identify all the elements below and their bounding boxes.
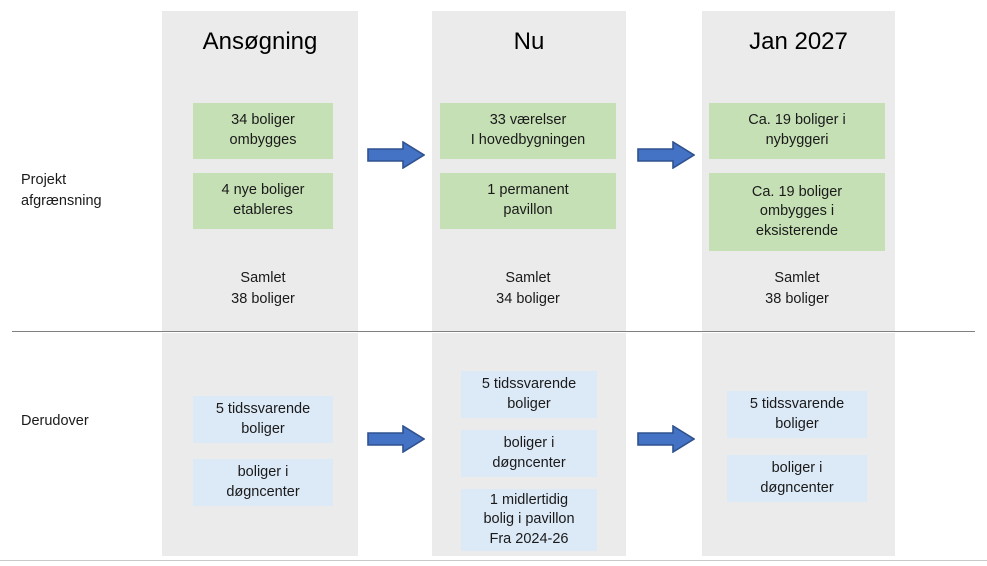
box-nu-bottom-2: boliger i døgncenter [461,430,597,477]
column-header-ansoegning: Ansøgning [202,28,318,55]
arrow-right-icon [367,140,426,170]
box-ansoegning-top-2: 4 nye boliger etableres [193,173,333,229]
box-jan2027-top-1: Ca. 19 boliger i nybyggeri [709,103,885,159]
section-divider [12,331,975,332]
box-ansoegning-top-1: 34 boliger ombygges [193,103,333,159]
total-jan2027: Samlet 38 boliger [765,270,829,308]
total-ansoegning: Samlet 38 boliger [231,270,295,308]
box-nu-top-2: 1 permanent pavillon [440,173,616,229]
row-label-derudover: Derudover [21,413,89,429]
column-header-nu: Nu [513,28,545,55]
box-nu-bottom-1: 5 tidssvarende boliger [461,371,597,418]
box-jan2027-top-2: Ca. 19 boliger ombygges i eksisterende [709,173,885,251]
box-jan2027-bottom-1: 5 tidssvarende boliger [727,391,867,438]
box-jan2027-bottom-2: boliger i døgncenter [727,455,867,502]
column-panel-ansoegning-bottom [162,333,358,556]
box-ansoegning-bottom-2: boliger i døgncenter [193,459,333,506]
row-label-projekt-afgraensning: Projekt afgrænsning [21,172,102,210]
box-nu-bottom-3: 1 midlertidig bolig i pavillon Fra 2024-… [461,489,597,551]
box-ansoegning-bottom-1: 5 tidssvarende boliger [193,396,333,443]
arrow-right-icon [367,424,426,454]
column-panel-nu-top [432,11,626,331]
arrow-right-icon [637,140,696,170]
column-header-jan2027: Jan 2027 [749,28,848,55]
column-panel-jan2027-top [702,11,895,331]
box-nu-top-1: 33 værelser I hovedbygningen [440,103,616,159]
total-nu: Samlet 34 boliger [496,270,560,308]
bottom-divider [0,560,987,561]
column-panel-ansoegning-top [162,11,358,331]
column-panel-jan2027-bottom [702,333,895,556]
arrow-right-icon [637,424,696,454]
